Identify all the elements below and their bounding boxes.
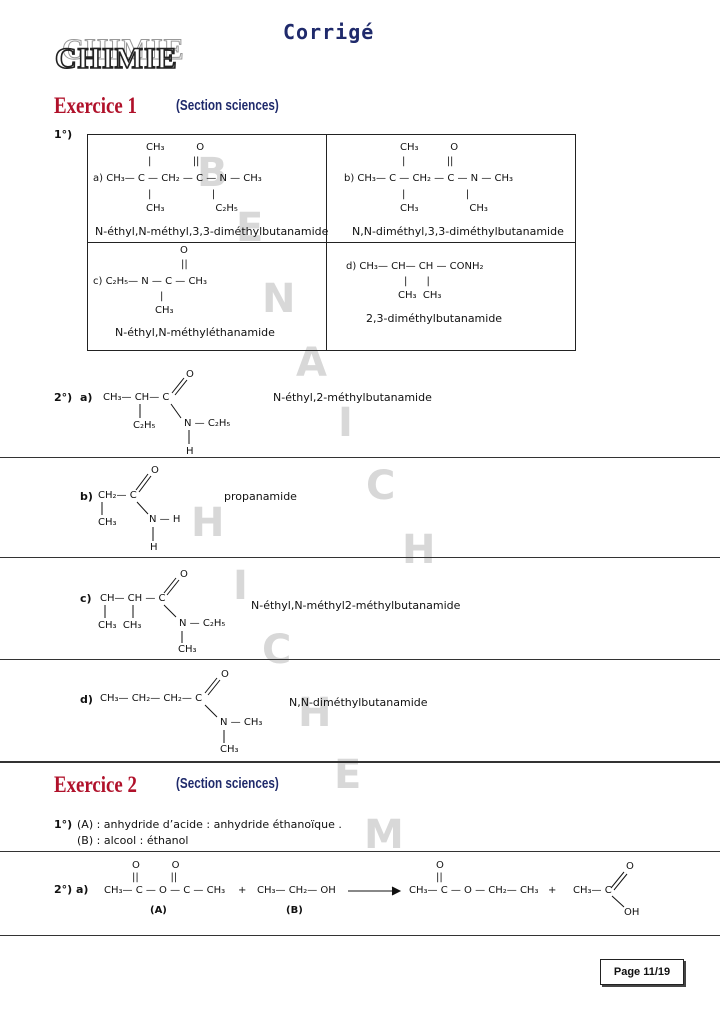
reagent-label-b: (B) <box>286 905 303 916</box>
logo-shadow: CHIMIE <box>62 33 185 67</box>
nitrogen-methyl: CH₃ <box>178 644 197 655</box>
separator-line <box>0 851 720 852</box>
nitrogen-hydrogen: H <box>186 446 194 457</box>
watermark-letter: C <box>262 627 292 673</box>
compound-name-2b: propanamide <box>224 490 297 503</box>
watermark-letter: E <box>334 752 362 798</box>
exercise-2-title: Exercice 2 <box>54 772 137 797</box>
watermark-letter: N <box>262 276 296 322</box>
formula-a-row4: | | <box>148 189 216 200</box>
acid-oxygen: O <box>626 861 634 872</box>
separator-line <box>0 659 720 660</box>
question-2-label: 2°) a) <box>54 883 89 896</box>
separator-line <box>0 557 720 558</box>
watermark-letter: H <box>191 500 225 546</box>
watermark-letter: H <box>298 690 332 736</box>
question-1-label: 1°) <box>54 818 73 831</box>
separator-line <box>0 761 720 763</box>
watermark-letter: I <box>338 400 353 446</box>
plus-sign: + <box>548 885 557 896</box>
nitrogen-group: N — C₂H₅ <box>179 618 226 629</box>
item-label-a: a) <box>80 391 93 404</box>
anhydride-double-bonds: || || <box>132 872 178 883</box>
formula-b-row1: CH₃ O <box>400 142 459 153</box>
answer-b-line: (B) : alcool : éthanol <box>77 834 189 847</box>
formula-a-row1: CH₃ O <box>146 142 205 153</box>
formula-d-row2: | | <box>404 276 430 287</box>
watermark-letter: H <box>402 527 436 573</box>
compound-name-2a: N-éthyl,2-méthylbutanamide <box>273 391 432 404</box>
exercise-1-subtitle: (Section sciences) <box>176 97 279 114</box>
nitrogen-group: N — CH₃ <box>220 717 263 728</box>
ester-double-bond: || <box>436 872 443 883</box>
ester-formula: CH₃— C — O — CH₂— CH₃ <box>409 885 539 896</box>
page-title: Corrigé <box>283 20 375 44</box>
compound-name-c: N-éthyl,N-méthyléthanamide <box>115 326 275 339</box>
table-divider <box>87 242 576 243</box>
watermark-letter: B <box>197 150 228 196</box>
nitrogen-hydrogen: H <box>150 542 158 553</box>
question-1-label: 1°) <box>54 128 73 141</box>
anhydride-formula: CH₃— C — O — C — CH₃ <box>104 885 226 896</box>
formula-c-row4: | <box>160 291 164 302</box>
plus-sign: + <box>238 885 247 896</box>
formula-d-row3: CH₃ CH₃ <box>398 290 442 301</box>
formula-c-row2: || <box>181 259 188 270</box>
chain-substituent: CH₃ <box>98 517 117 528</box>
chain-substituent: CH₃ CH₃ <box>98 620 142 631</box>
chain-main: CH— CH — C <box>100 593 166 604</box>
question-2-label: 2°) <box>54 391 73 404</box>
item-label-b: b) <box>80 490 93 503</box>
formula-a-row2: | || <box>148 156 200 167</box>
oxygen-atom: O <box>186 369 194 380</box>
exercise-2-subtitle: (Section sciences) <box>176 775 279 792</box>
oxygen-atom: O <box>180 569 188 580</box>
formula-b-row2: | || <box>402 156 454 167</box>
compound-name-2d: N,N-diméthylbutanamide <box>289 696 428 709</box>
oxygen-atom: O <box>221 669 229 680</box>
item-label-c: c) <box>80 592 92 605</box>
compound-name-a: N-éthyl,N-méthyl,3,3-diméthylbutanamide <box>95 225 329 238</box>
watermark-letter: A <box>296 340 327 386</box>
ethanol-formula: CH₃— CH₂— OH <box>257 885 336 896</box>
acid-hydroxyl: OH <box>624 907 640 918</box>
compound-name-2c: N-éthyl,N-méthyl2-méthylbutanamide <box>251 599 461 612</box>
nitrogen-methyl: CH₃ <box>220 744 239 755</box>
chain-main: CH₂— C <box>98 490 137 501</box>
formula-b-row3: b) CH₃— C — CH₂ — C — N — CH₃ <box>344 173 514 184</box>
chain-main: CH₃— CH— C <box>103 392 170 403</box>
formula-c-row3: c) C₂H₅— N — C — CH₃ <box>93 276 207 287</box>
nitrogen-group: N — C₂H₅ <box>184 418 231 429</box>
watermark-letter: I <box>233 563 248 609</box>
chain-main: CH₃— CH₂— CH₂— C <box>100 693 203 704</box>
acid-formula: CH₃— C <box>573 885 612 896</box>
formula-b-row5: CH₃ CH₃ <box>400 203 488 214</box>
chain-substituent: C₂H₅ <box>133 420 156 431</box>
separator-line <box>0 935 720 936</box>
formula-b-row4: | | <box>402 189 470 200</box>
page-number: Page 11/19 <box>600 959 684 985</box>
item-label-d: d) <box>80 693 93 706</box>
formula-d-row1: d) CH₃— CH— CH — CONH₂ <box>346 261 484 272</box>
reagent-label-a: (A) <box>150 905 167 916</box>
compound-name-b: N,N-diméthyl,3,3-diméthylbutanamide <box>352 225 564 238</box>
exercise-1-title: Exercice 1 <box>54 93 137 118</box>
watermark-letter: M <box>364 812 404 858</box>
oxygen-atom: O <box>151 465 159 476</box>
formula-c-row1: O <box>180 245 188 256</box>
formula-a-row5: CH₃ C₂H₅ <box>146 203 238 214</box>
formula-a-row3: a) CH₃— C — CH₂ — C — N — CH₃ <box>93 173 262 184</box>
separator-line <box>0 457 720 458</box>
anhydride-oxygens: O O <box>132 860 180 871</box>
nitrogen-group: N — H <box>149 514 181 525</box>
formula-c-row5: CH₃ <box>155 305 174 316</box>
chimie-logo: CHIMIE <box>54 41 178 76</box>
compound-name-d: 2,3-diméthylbutanamide <box>366 312 503 325</box>
answer-a-line: (A) : anhydride d’acide : anhydride étha… <box>77 818 342 831</box>
watermark-letter: E <box>236 205 264 251</box>
ester-oxygen: O <box>436 860 444 871</box>
watermark-letter: C <box>366 463 396 509</box>
